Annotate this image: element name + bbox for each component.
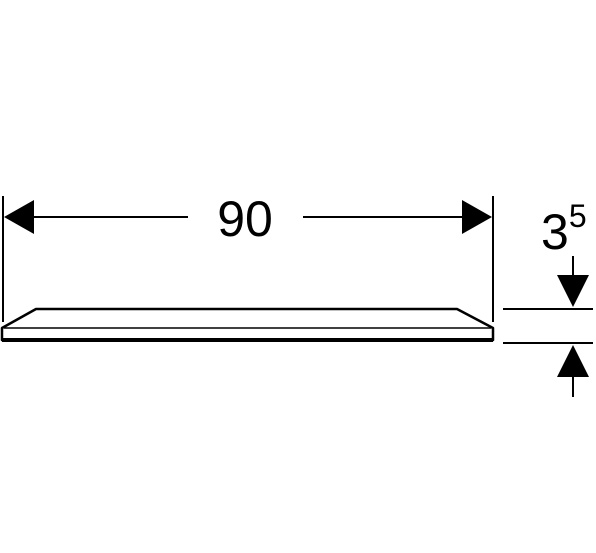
panel-profile (0, 307, 495, 342)
width-arrow-left (4, 200, 34, 234)
thickness-superscript: 5 (569, 198, 587, 234)
thickness-arrow-up (557, 345, 589, 377)
width-arrow-right (462, 200, 492, 234)
thickness-arrow-down (557, 275, 589, 307)
width-dimension-label: 90 (217, 191, 273, 247)
thickness-dimension-label: 35 (541, 198, 587, 260)
thickness-base: 3 (541, 204, 569, 260)
